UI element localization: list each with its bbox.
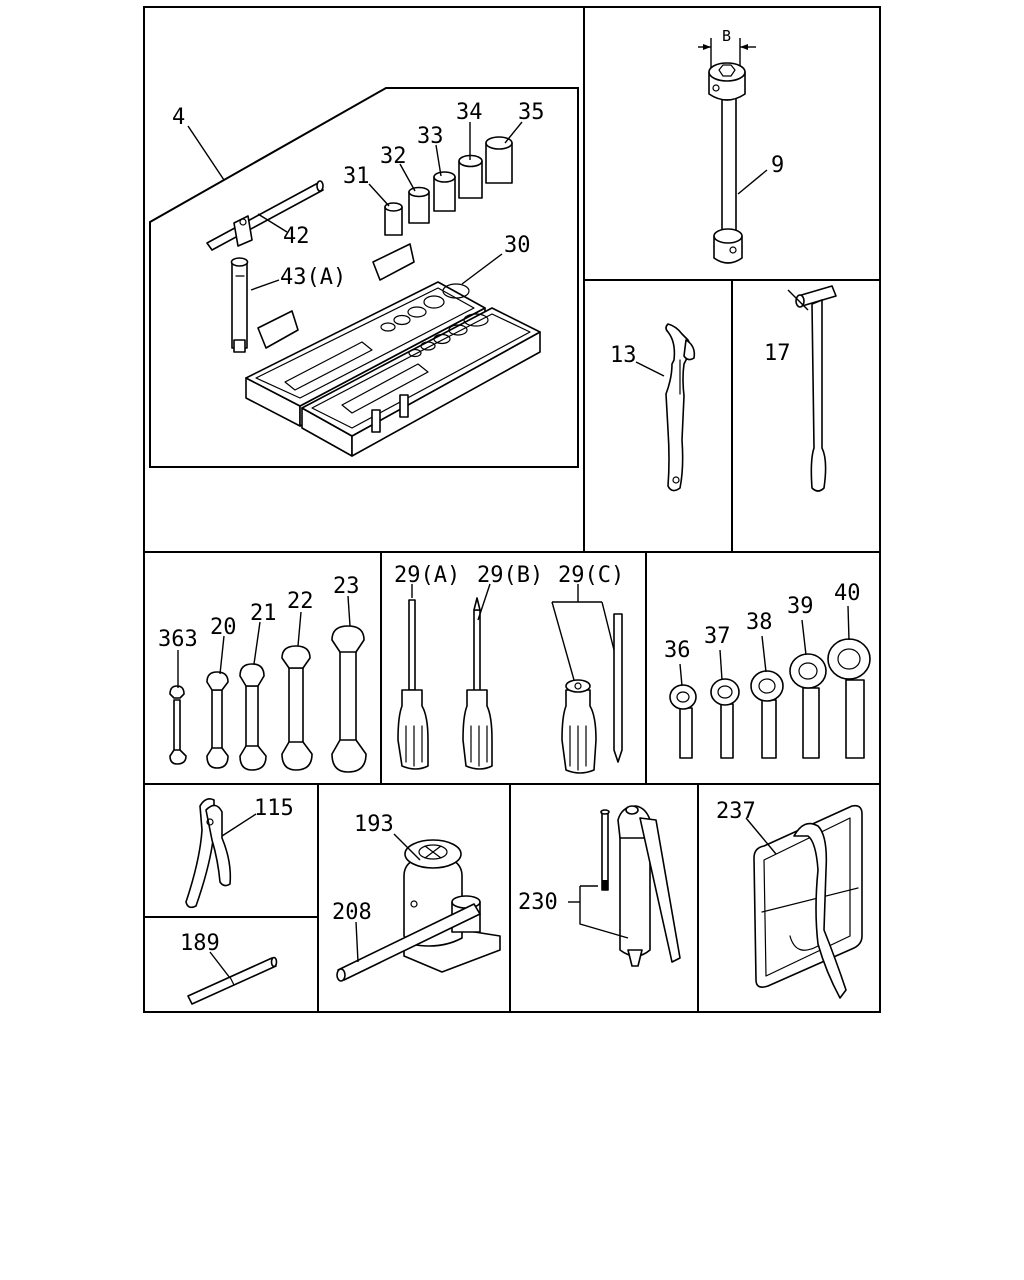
dimension-label-b: B	[722, 27, 731, 45]
part-label-38: 38	[746, 610, 773, 635]
part-label-23: 23	[333, 574, 360, 599]
part-label-17: 17	[764, 341, 791, 366]
part-label-33: 33	[417, 124, 444, 149]
bottle-jack	[336, 833, 501, 982]
part-label-29b: 29(B)	[477, 563, 543, 588]
part-label-189: 189	[180, 931, 220, 956]
screwdriver-set	[397, 583, 623, 774]
box-wrench-set	[669, 605, 871, 759]
t-handle-drawing	[206, 180, 324, 251]
part-label-4: 4	[172, 105, 185, 130]
part-label-40: 40	[834, 581, 861, 606]
part-label-37: 37	[704, 624, 731, 649]
part-label-9: 9	[771, 153, 784, 178]
part-label-42: 42	[283, 224, 310, 249]
socket-set-drawing	[384, 136, 513, 236]
part-label-35: 35	[518, 100, 545, 125]
grease-gun	[568, 805, 681, 967]
tool-kit-panel: 4 42 43(A)	[149, 87, 579, 468]
tool-bag	[745, 804, 863, 999]
part-label-13: 13	[610, 343, 637, 368]
part-label-230: 230	[518, 890, 558, 915]
part-label-29c: 29(C)	[558, 563, 624, 588]
extension-bar-drawing	[230, 257, 249, 353]
hammer: 17	[764, 285, 837, 492]
part-label-20: 20	[210, 615, 237, 640]
part-label-34: 34	[456, 100, 483, 125]
pliers	[185, 798, 257, 909]
tool-case-drawing	[245, 243, 541, 457]
part-label-208: 208	[332, 900, 372, 925]
part-label-363: 363	[158, 627, 198, 652]
wheel-nut-wrench: B 9	[698, 27, 784, 264]
part-label-31: 31	[343, 164, 370, 189]
part-label-115: 115	[254, 796, 294, 821]
adjustable-wrench: 13	[610, 323, 696, 492]
part-label-21: 21	[250, 601, 277, 626]
pin	[187, 951, 278, 1005]
part-label-36: 36	[664, 638, 691, 663]
spanner-set	[169, 595, 367, 773]
part-label-22: 22	[287, 589, 314, 614]
part-label-43a: 43(A)	[280, 265, 346, 290]
part-label-32: 32	[380, 144, 407, 169]
part-label-39: 39	[787, 594, 814, 619]
part-label-237: 237	[716, 799, 756, 824]
diagram-frame	[143, 6, 881, 1013]
part-label-30: 30	[504, 233, 531, 258]
part-label-193: 193	[354, 812, 394, 837]
part-label-29a: 29(A)	[394, 563, 460, 588]
